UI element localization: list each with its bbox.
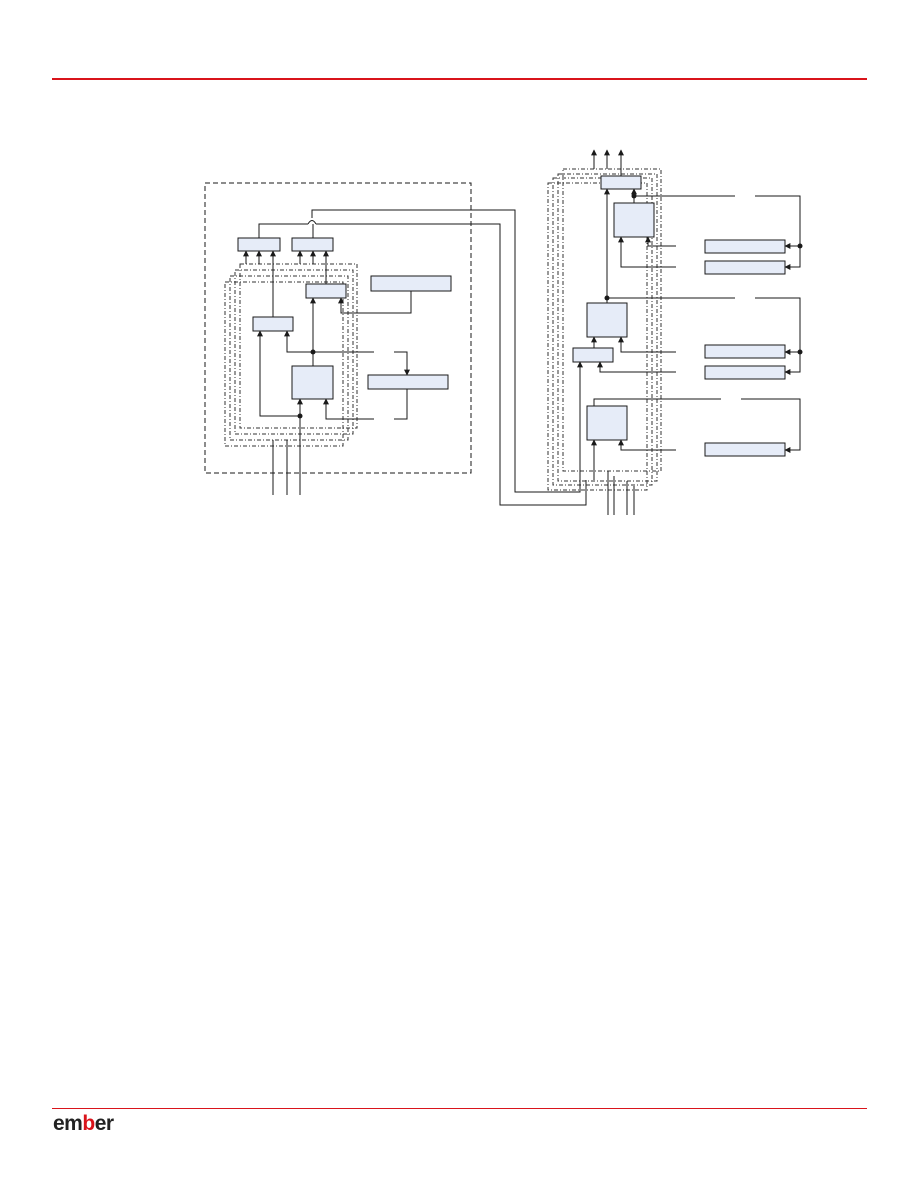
left-layer-front — [239, 263, 358, 429]
right-stage3-wide — [704, 442, 786, 457]
right-stage2-wide-a — [704, 344, 786, 359]
right-stage1-wide-b — [704, 260, 786, 275]
right-stage1-block — [613, 202, 655, 238]
left-wide-block-top — [370, 275, 452, 292]
right-subsystem — [547, 149, 803, 515]
left-block-middle — [252, 316, 294, 332]
left-output-block-b — [291, 237, 334, 252]
right-stage2-block — [586, 302, 628, 338]
left-block-upper — [305, 283, 347, 299]
right-stage1-wide-a — [704, 239, 786, 254]
right-output-block — [600, 175, 642, 190]
right-stage2-wide-b — [704, 365, 786, 380]
right-layer-front — [562, 168, 662, 472]
right-stage3-block — [586, 405, 628, 441]
left-layer-3 — [224, 281, 344, 447]
footer-rule — [52, 1108, 867, 1109]
left-wide-block-bottom — [367, 374, 449, 390]
right-layer-1 — [557, 173, 658, 482]
left-subsystem — [204, 182, 587, 506]
header-rule — [52, 78, 867, 80]
left-outer-boundary — [204, 182, 472, 474]
right-stage2-small-block — [572, 347, 614, 363]
right-layer-2 — [552, 177, 653, 486]
right-layer-3 — [547, 182, 648, 491]
left-output-block-a — [237, 237, 281, 252]
ember-logo: ember — [53, 1112, 114, 1135]
left-layer-2 — [229, 275, 349, 441]
left-block-core — [291, 365, 334, 400]
